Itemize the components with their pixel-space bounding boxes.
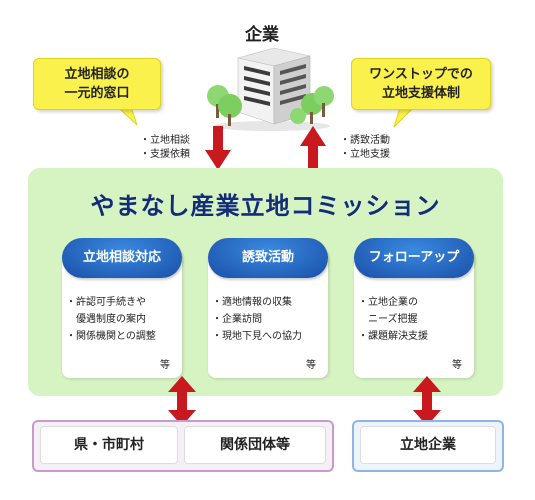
double-arrow-right-icon [413,376,441,426]
list-item: 立地企業の [358,294,472,311]
callout-right-line-2: 立地支援体制 [381,86,460,101]
list-item: 適地情報の収集 [212,294,326,311]
callout-left-line-2: 一元的窓口 [64,86,130,101]
list-item: 課題解決支援 [358,328,472,345]
sited-company-label: 立地企業 [360,426,496,464]
double-arrow-left-icon [168,376,196,426]
company-building-icon [207,47,334,131]
list-item: ニーズ把握 [368,314,418,325]
partners-box-orgs: 関係団体等 [184,426,326,464]
partners-box-prefecture: 県・市町村 [40,426,178,464]
commission-title: やまなし産業立地コミッション [90,192,441,220]
panel-consultation-etc: 等 [160,360,170,371]
up-arrow-icon [300,126,326,172]
list-item: 許認可手続きや [66,294,180,311]
list-item: 企業訪問 [212,311,326,328]
flow-up-item: 誘致活動 [340,134,390,148]
company-title: 企業 [245,25,279,45]
panel-followup-list: 立地企業の ニーズ把握 課題解決支援 [358,294,472,345]
panel-attraction-header: 誘致活動 [208,238,328,278]
callout-left-line-1: 立地相談の [64,67,130,82]
panel-followup-etc: 等 [452,360,462,371]
panel-attraction-etc: 等 [306,360,316,371]
panel-consultation-header: 立地相談対応 [62,238,182,278]
callout-left: 立地相談の 一元的窓口 [33,58,161,110]
flow-up-item: 立地支援 [340,148,390,162]
flow-down-item: 立地相談 [140,134,190,148]
list-item: 現地下見への協力 [212,328,326,345]
list-item: 関係機関との調整 [66,328,180,345]
flow-up-labels: 誘致活動 立地支援 [340,134,390,162]
callout-right-line-1: ワンストップでの [369,67,473,82]
flow-down-labels: 立地相談 支援依頼 [140,134,190,162]
panel-attraction-list: 適地情報の収集 企業訪問 現地下見への協力 [212,294,326,345]
callout-right: ワンストップでの 立地支援体制 [351,58,491,110]
panel-consultation-list: 許認可手続きや 優遇制度の案内 関係機関との調整 [66,294,180,345]
down-arrow-icon [205,126,231,170]
list-item: 優遇制度の案内 [76,314,146,325]
flow-down-item: 支援依頼 [140,148,190,162]
panel-followup-header: フォローアップ [354,238,474,278]
